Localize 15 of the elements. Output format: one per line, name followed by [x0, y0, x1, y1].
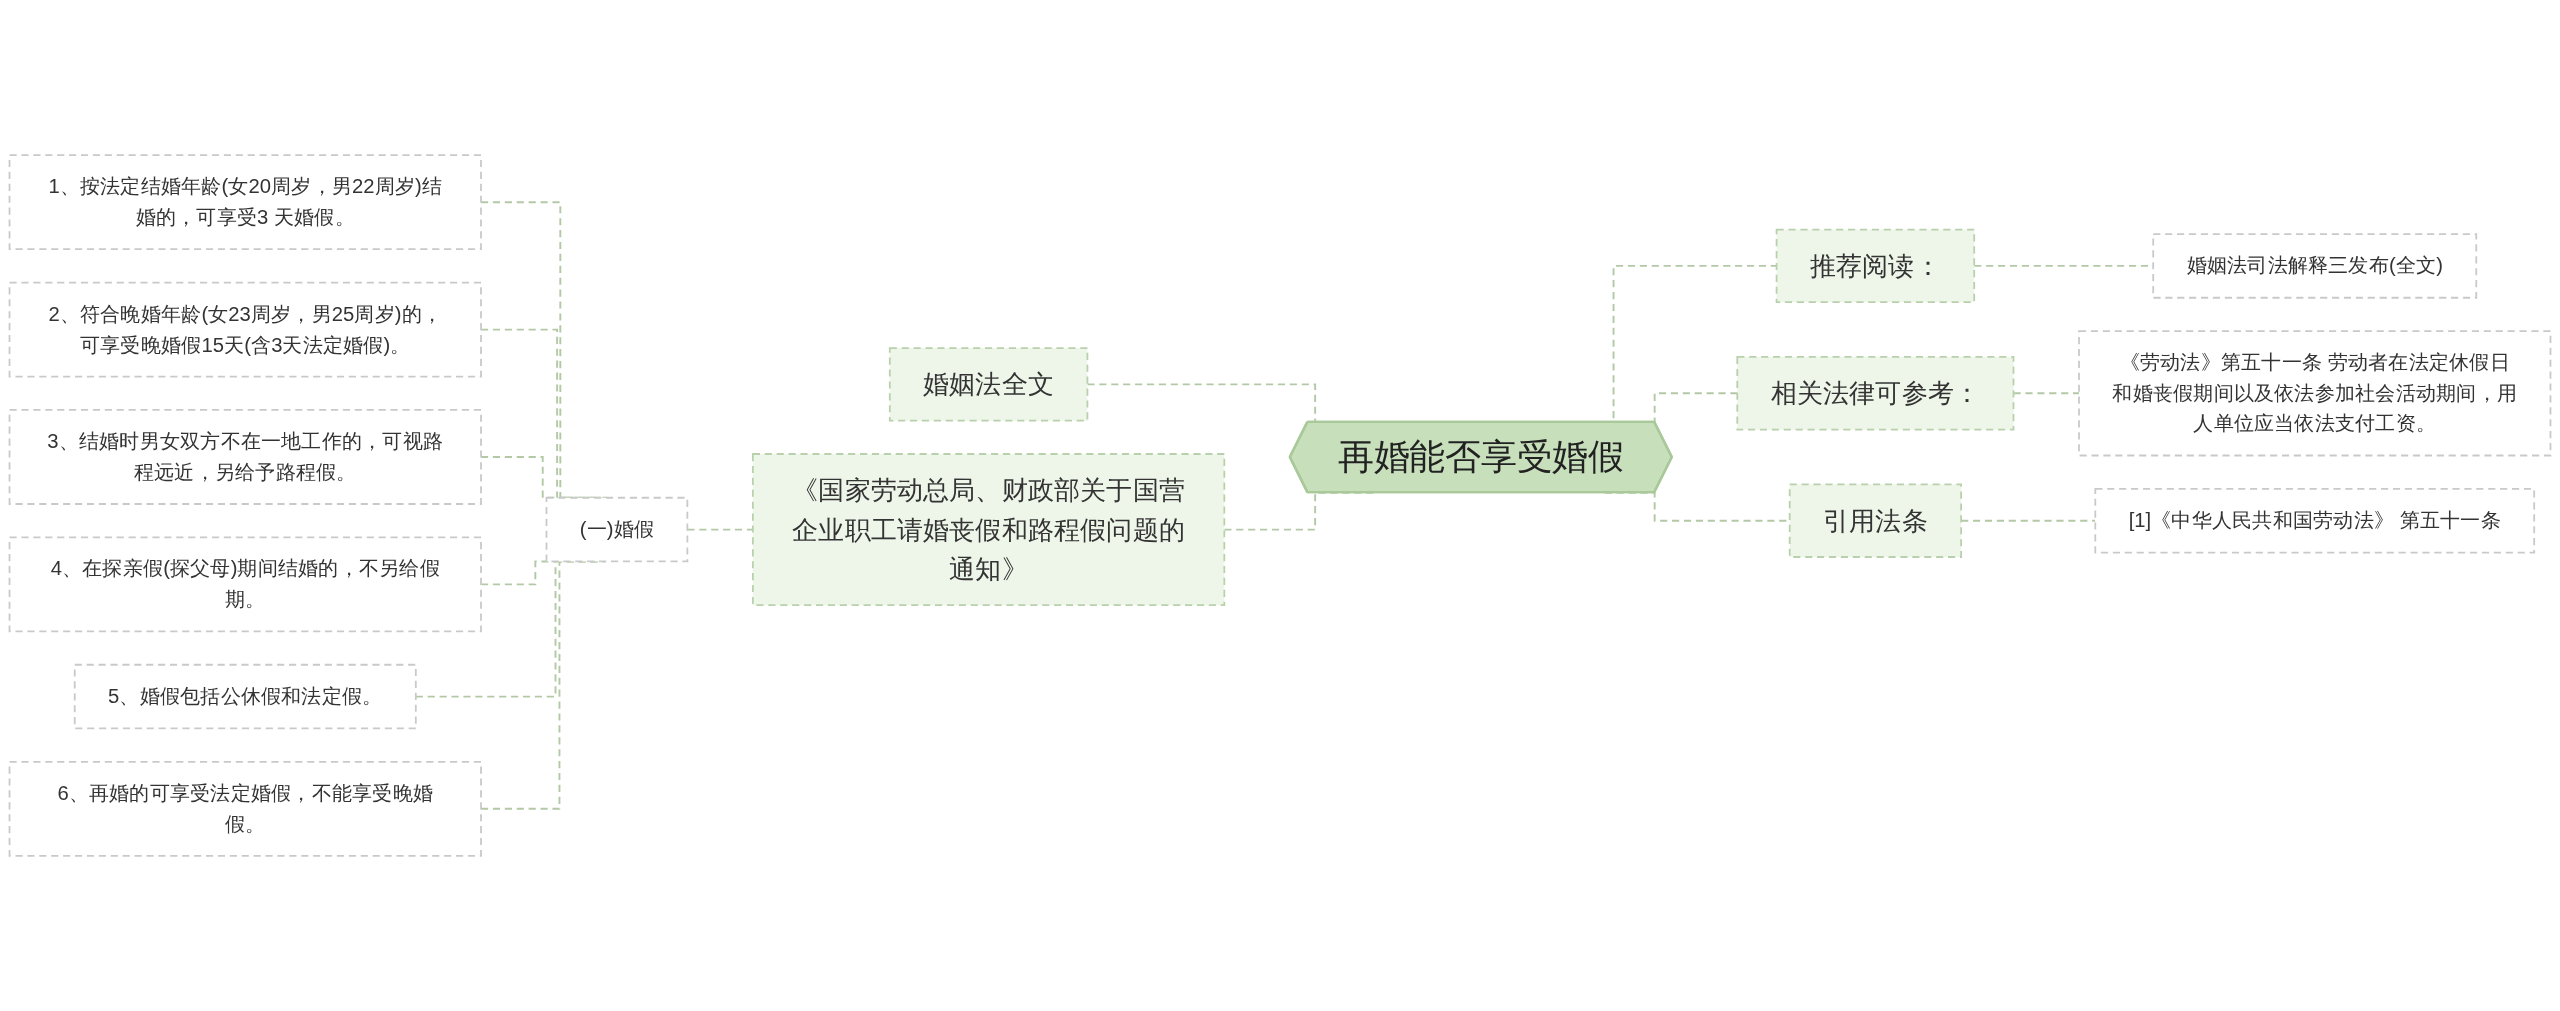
node-box: 相关法律可参考： [1736, 356, 2015, 431]
node-box: (一)婚假 [545, 496, 689, 563]
node-box: [1]《中华人民共和国劳动法》 第五十一条 [2094, 487, 2536, 554]
node-box: 引用法条 [1788, 483, 1962, 558]
node-box: 2、符合晚婚年龄(女23周岁，男25周岁)的，可享受晚婚假15天(含3天法定婚假)。 [8, 281, 482, 378]
node-box: 6、再婚的可享受法定婚假，不能享受晚婚假。 [8, 760, 482, 857]
node-box: 4、在探亲假(探父母)期间结婚的，不另给假期。 [8, 536, 482, 633]
node-box: 婚姻法司法解释三发布(全文) [2152, 233, 2478, 299]
node-box: 《国家劳动总局、财政部关于国营企业职工请婚丧假和路程假问题的通知》 [751, 453, 1226, 607]
node-box: 5、婚假包括公休假和法定假。 [73, 663, 417, 730]
node-box: 《劳动法》第五十一条 劳动者在法定休假日和婚丧假期间以及依法参加社会活动期间，用人单位应当依法支付工资。 [2078, 330, 2552, 457]
node-box: 3、结婚时男女双方不在一地工作的，可视路程远近，另给予路程假。 [8, 409, 482, 505]
node-box: 推荐阅读： [1775, 228, 1976, 304]
node-box: 1、按法定结婚年龄(女20周岁，男22周岁)结婚的，可享受3 天婚假。 [8, 154, 482, 251]
node-box: 婚姻法全文 [888, 347, 1089, 422]
